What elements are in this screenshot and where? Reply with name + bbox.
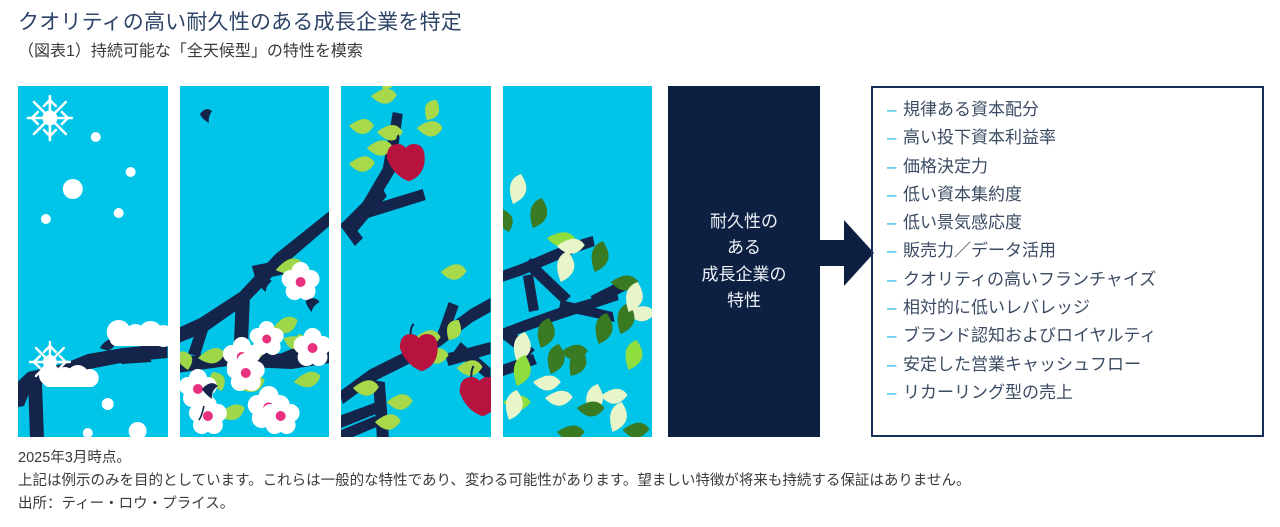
dash-bullet-icon: –	[887, 326, 897, 346]
right-arrow-icon	[812, 220, 874, 286]
list-item: – 規律ある資本配分	[887, 100, 1039, 119]
list-item: – 低い景気感応度	[887, 213, 1022, 233]
summer-fruit-panel	[341, 86, 491, 437]
footnotes: 2025年3月時点。 上記は例示のみを目的としています。これらは一般的な特性であ…	[18, 447, 1273, 516]
season-panel-group	[18, 86, 652, 437]
characteristics-list: – 規律ある資本配分 – 高い投下資本利益率 – 価格決定力 – 低い資本集約度…	[871, 86, 1264, 437]
durable-growth-label: 耐久性の ある 成長企業の 特性	[701, 211, 787, 310]
list-item: – 高い投下資本利益率	[887, 128, 1056, 148]
dash-bullet-icon: –	[887, 184, 897, 204]
blossom-group	[179, 262, 329, 434]
list-item: – 低い資本集約度	[887, 184, 1022, 204]
page-title: クオリティの高い耐久性のある成長企業を特定	[18, 11, 462, 34]
summer-illustration	[341, 86, 491, 437]
arrow-right-svg	[812, 220, 874, 286]
spring-blossom-panel	[179, 86, 329, 437]
bird-icon	[199, 109, 320, 312]
snowflake-icon	[26, 94, 74, 142]
dash-bullet-icon: –	[887, 128, 897, 148]
dash-bullet-icon: –	[887, 100, 897, 119]
dash-bullet-icon: –	[887, 382, 897, 402]
winter-illustration	[18, 86, 168, 437]
winter-snow-panel	[18, 86, 168, 437]
dash-bullet-icon: –	[887, 354, 897, 374]
dash-bullet-icon: –	[887, 241, 897, 261]
list-item: – リカーリング型の売上	[887, 382, 1073, 402]
list-item: – 販売力／データ活用	[887, 241, 1056, 261]
dash-bullet-icon: –	[887, 156, 897, 176]
footnote-source: 出所：ティー・ロウ・プライス。	[18, 495, 235, 512]
list-item: – 相対的に低いレバレッジ	[887, 298, 1090, 318]
dash-bullet-icon: –	[887, 213, 897, 233]
autumn-illustration	[502, 86, 652, 437]
list-item: – 価格決定力	[887, 156, 988, 176]
apple-icon	[399, 323, 438, 371]
footnote-disclaimer: 上記は例示のみを目的としています。これらは一般的な特性であり、変わる可能性があり…	[18, 472, 971, 489]
autumn-leaves-panel	[502, 86, 652, 437]
dash-bullet-icon: –	[887, 269, 897, 289]
durable-growth-box: 耐久性の ある 成長企業の 特性	[668, 86, 820, 437]
list-item: – クオリティの高いフランチャイズ	[887, 269, 1157, 289]
list-item: – ブランド認知およびロイヤルティ	[887, 326, 1157, 346]
apple-icon	[386, 134, 425, 181]
spring-illustration	[179, 86, 329, 437]
footnote-date: 2025年3月時点。	[18, 450, 131, 466]
snowflake-icon	[28, 340, 72, 384]
list-item: – 安定した営業キャッシュフロー	[887, 354, 1141, 374]
apple-icon	[459, 365, 491, 416]
page-subtitle: （図表1）持続可能な「全天候型」の特性を模索	[18, 43, 363, 60]
dash-bullet-icon: –	[887, 298, 897, 318]
